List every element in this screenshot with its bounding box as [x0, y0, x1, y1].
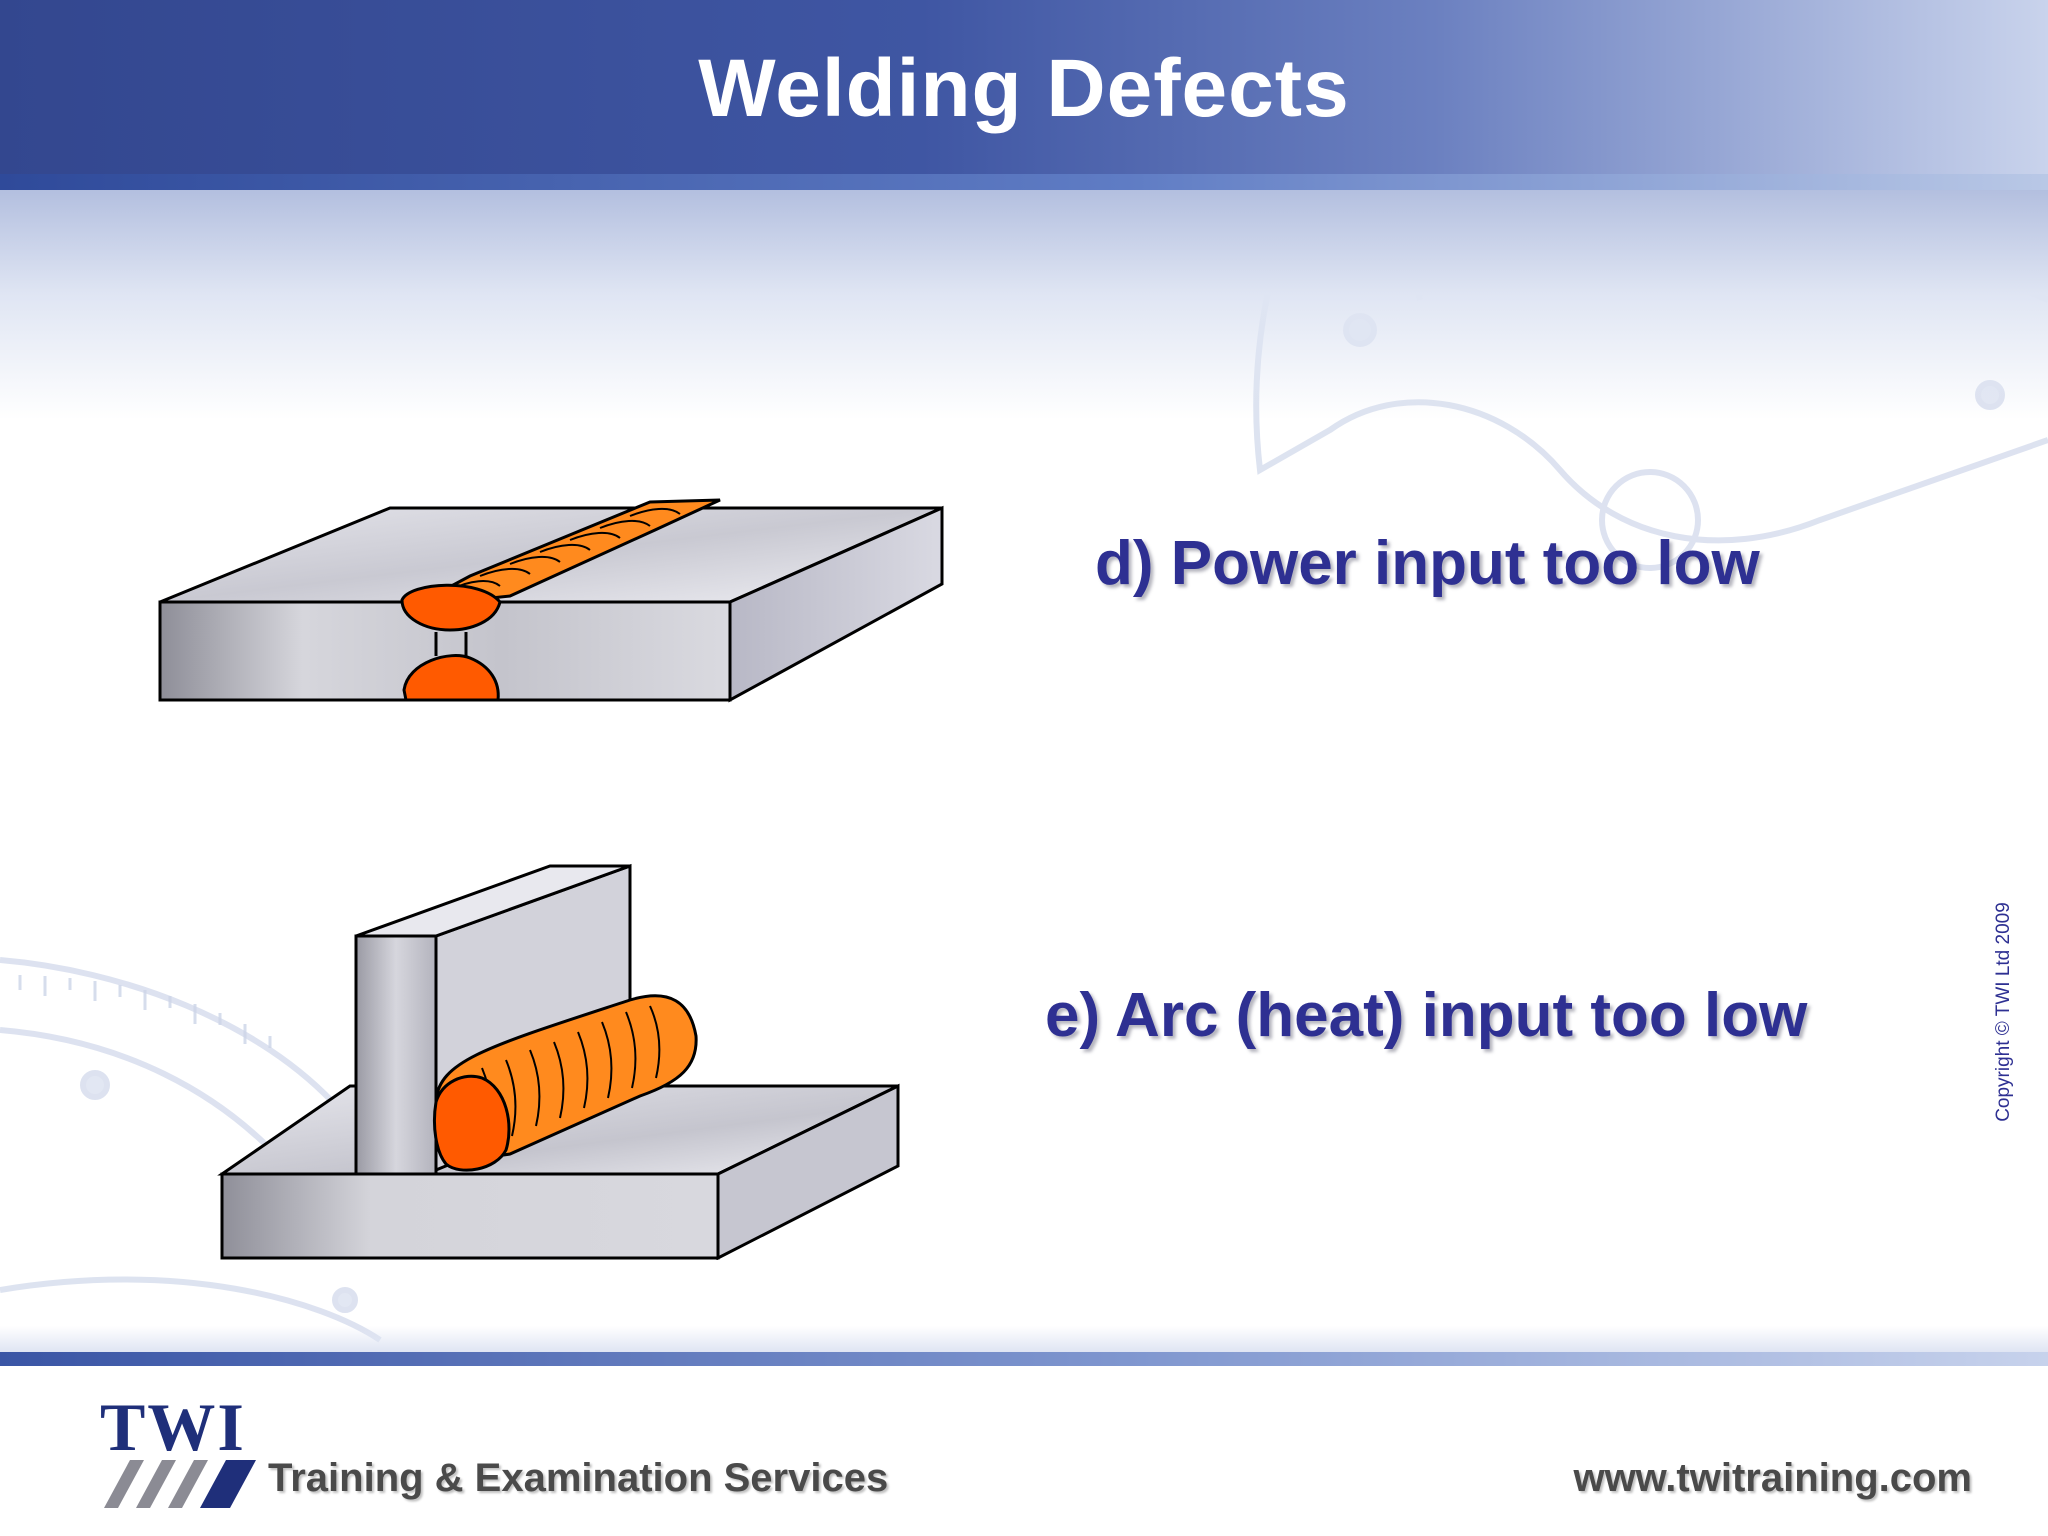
- butt-weld-lack-of-penetration-icon: [158, 498, 944, 703]
- caption-arc-input: e) Arc (heat) input too low: [1045, 981, 1808, 1050]
- twi-slashes-icon: [104, 1460, 256, 1508]
- header-fade: [0, 190, 2048, 420]
- footer-website-link[interactable]: www.twitraining.com: [1573, 1456, 1972, 1500]
- header-stripe: [0, 174, 2048, 190]
- footer-band: [0, 1326, 2048, 1352]
- slide-title: Welding Defects: [698, 43, 1350, 134]
- copyright-notice: Copyright © TWI Ltd 2009: [1993, 902, 2014, 1122]
- footer-tagline: Training & Examination Services: [268, 1456, 889, 1500]
- footer-stripe: [0, 1352, 2048, 1366]
- fillet-weld-lack-of-fusion-icon: [217, 863, 900, 1260]
- twi-logo-text: TWI: [100, 1389, 246, 1465]
- caption-power-input: d) Power input too low: [1095, 529, 1760, 598]
- header-bar: [0, 0, 2048, 176]
